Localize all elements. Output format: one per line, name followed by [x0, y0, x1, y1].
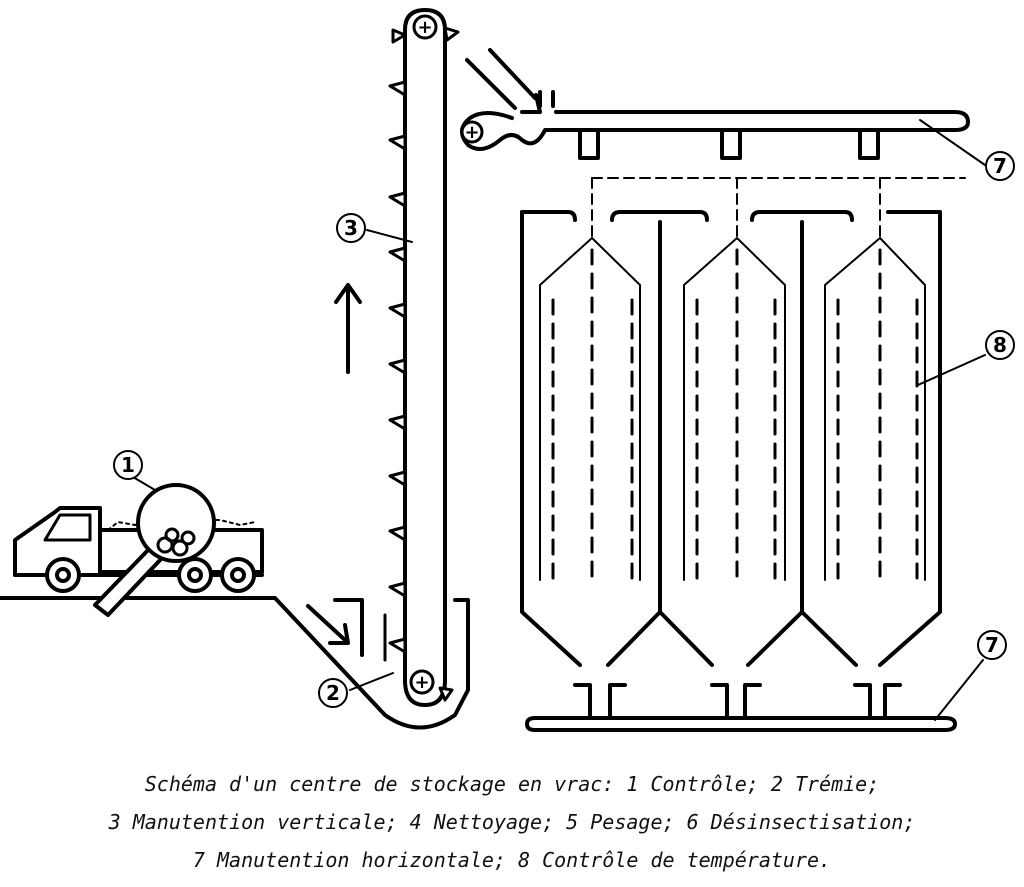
- callout-7-top: 7: [985, 151, 1015, 181]
- top-roller-plus: +: [417, 17, 432, 38]
- caption-line-1: Schéma d'un centre de stockage en vrac: …: [144, 772, 880, 796]
- up-arrow: [334, 283, 362, 374]
- callout-2: 2: [318, 678, 348, 708]
- truck: [13, 483, 264, 617]
- leader-lines: [132, 119, 986, 721]
- callout-8: 8: [985, 330, 1015, 360]
- silos: [520, 210, 942, 667]
- caption-line-3: 7 Manutention horizontale; 8 Contrôle de…: [192, 848, 832, 872]
- hopper-arrow: [306, 604, 350, 645]
- bucket-elevator: [391, 8, 460, 707]
- distribution-dashes: [591, 177, 966, 239]
- caption-line-2: 3 Manutention verticale; 4 Nettoyage; 5 …: [108, 810, 916, 834]
- elevator-buckets: [388, 80, 407, 654]
- svg-text:7: 7: [985, 633, 999, 657]
- svg-text:8: 8: [993, 333, 1007, 357]
- svg-text:1: 1: [121, 453, 135, 477]
- top-conveyor: [460, 90, 970, 160]
- callout-7-bottom: 7: [977, 630, 1007, 660]
- callout-3: 3: [336, 213, 366, 243]
- temperature-cables: [551, 248, 919, 587]
- bottom-conveyor: [525, 716, 957, 732]
- silo-outlets: [573, 683, 902, 720]
- svg-text:3: 3: [344, 216, 358, 240]
- conveyor-roller-plus: +: [464, 122, 479, 143]
- discharge-arrows: [465, 48, 542, 114]
- callout-1: 1: [113, 450, 143, 480]
- svg-text:2: 2: [326, 681, 340, 705]
- silo-inner-outlines: [539, 237, 926, 581]
- bulk-storage-diagram: + + + 1 2 3 7 7 8: [0, 8, 1015, 732]
- ground-and-hopper: [0, 596, 470, 730]
- bottom-roller-plus: +: [414, 672, 429, 693]
- svg-text:7: 7: [993, 154, 1007, 178]
